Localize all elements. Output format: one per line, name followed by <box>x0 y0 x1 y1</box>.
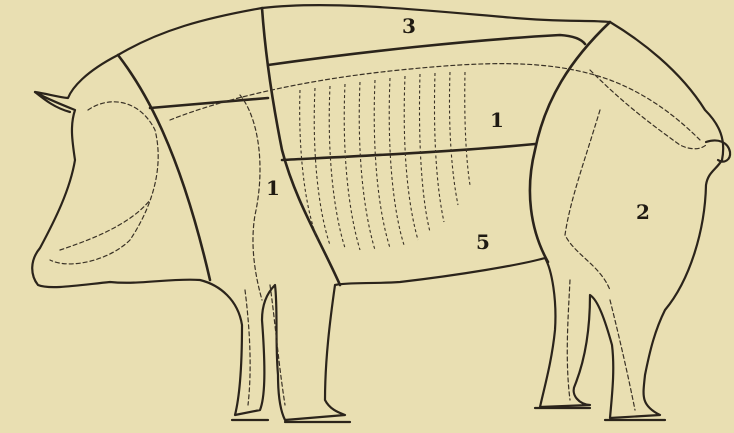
cut-line-loin <box>268 35 585 65</box>
region-label-shoulder: 1 <box>266 176 280 200</box>
skull-sketch <box>50 102 158 264</box>
cut-line-ham <box>530 22 610 262</box>
region-label-belly-lower: 5 <box>476 230 490 254</box>
rib-cage-sketch <box>300 72 470 250</box>
cut-line-belly <box>282 144 535 160</box>
scapula-sketch <box>240 95 262 300</box>
pig-body-outline <box>32 5 723 420</box>
pelvis-sketch <box>590 70 706 149</box>
foreleg2-bone-sketch <box>245 290 250 405</box>
cut-line-neck <box>118 55 210 280</box>
hindleg2-bone-sketch <box>567 280 570 400</box>
pig-tail <box>706 140 730 161</box>
jaw-sketch <box>60 200 150 250</box>
region-label-loin: 3 <box>402 14 416 38</box>
region-label-belly-upper: 1 <box>490 108 504 132</box>
region-label-ham: 2 <box>636 200 650 224</box>
femur-sketch <box>565 110 610 290</box>
